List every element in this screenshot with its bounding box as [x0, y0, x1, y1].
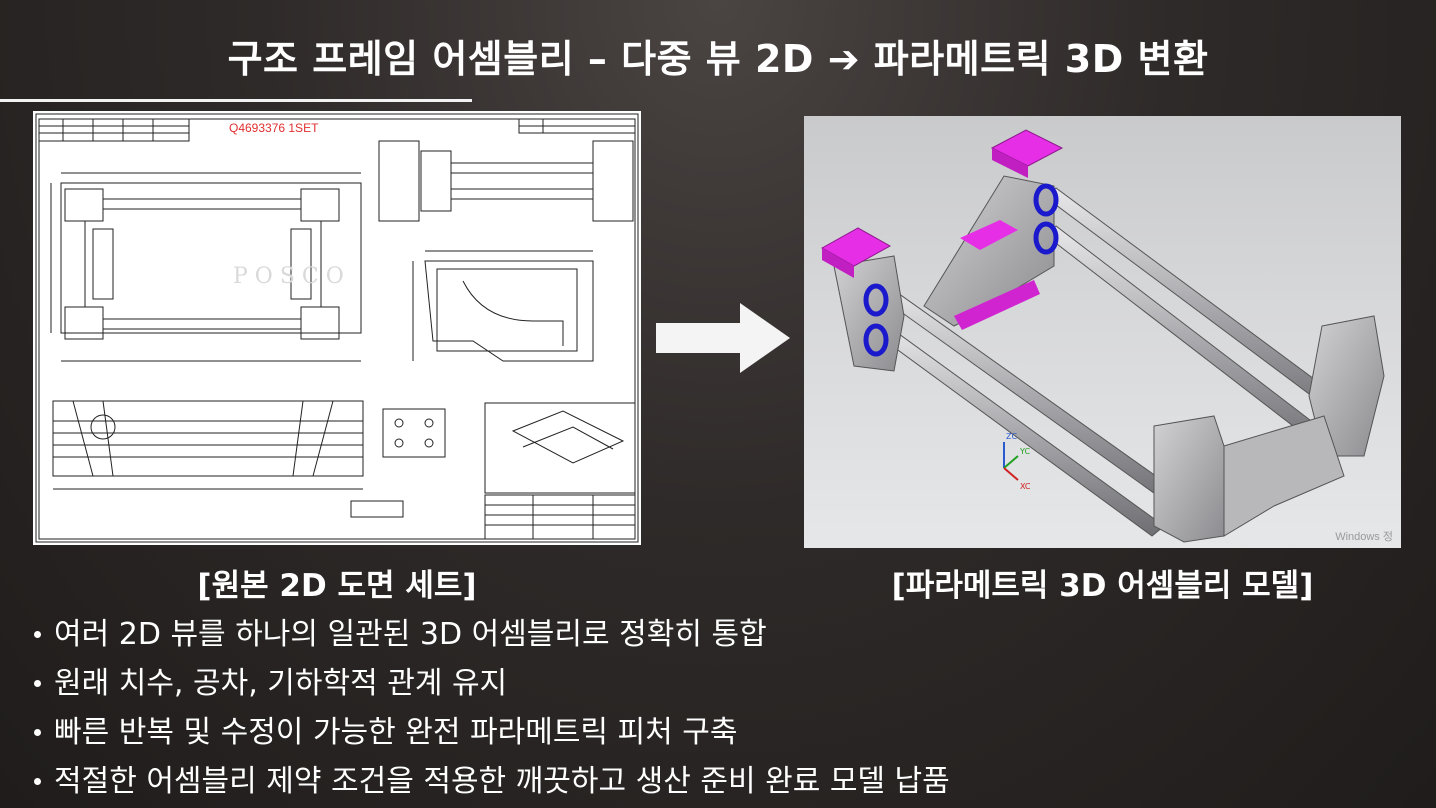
svg-text:P O S C O: P O S C O [233, 264, 344, 289]
os-activation-watermark: Windows 정 [1335, 531, 1393, 543]
bullet-dot-icon [34, 631, 41, 638]
left-caption: [원본 2D 도면 세트] [197, 568, 477, 604]
bullet-dot-icon [34, 778, 41, 785]
title-underline [0, 99, 472, 102]
bullet-item: 여러 2D 뷰를 하나의 일관된 3D 어셈블리로 정확히 통합 [28, 610, 950, 659]
drawing-number-label: Q4693376 1SET [229, 121, 319, 135]
right-arrow-icon [656, 303, 790, 377]
axis-label-x: XC [1020, 482, 1031, 491]
bullet-dot-icon [34, 680, 41, 687]
engineering-drawing-svg: P O S C O [35, 113, 639, 543]
assembly-3d-svg [820, 129, 1385, 543]
bullet-item: 빠른 반복 및 수정이 가능한 완전 파라메트릭 피처 구축 [28, 708, 950, 757]
bullet-item: 원래 치수, 공차, 기하학적 관계 유지 [28, 659, 950, 708]
slide-title: 구조 프레임 어셈블리 – 다중 뷰 2D ➔ 파라메트릭 3D 변환 [227, 37, 1209, 81]
bullet-dot-icon [34, 729, 41, 736]
axis-label-z: ZC [1006, 432, 1018, 441]
axis-label-y: YC [1020, 447, 1031, 456]
drawing-2d-image: P O S C O Q4693376 1SET [33, 111, 641, 545]
feature-bullet-list: 여러 2D 뷰를 하나의 일관된 3D 어셈블리로 정확히 통합 원래 치수, … [28, 610, 950, 806]
bullet-item: 적절한 어셈블리 제약 조건을 적용한 깨끗하고 생산 준비 완료 모델 납품 [28, 757, 950, 806]
right-caption: [파라메트릭 3D 어셈블리 모델] [891, 568, 1314, 604]
model-3d-image: ZC YC XC Windows 정 [804, 116, 1401, 548]
